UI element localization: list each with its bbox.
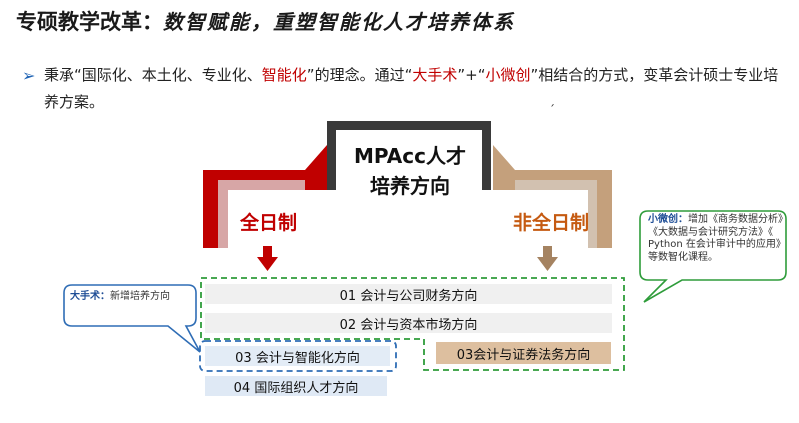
- page-title: 专硕教学改革：数智赋能，重塑智能化人才培养体系: [16, 6, 515, 36]
- intro-highlight-intelligent: 智能化: [261, 66, 307, 84]
- intro-text-4: ”相结合的方式，变革会计硕士专业培养方案。: [44, 66, 779, 111]
- right-bracket-shadow: [515, 180, 597, 248]
- center-box-border: [327, 121, 491, 190]
- intro-text-2: ”的理念。通过“: [306, 66, 413, 84]
- right-callout-head: 小微创：: [648, 214, 688, 225]
- intro-highlight-micro: 小微创: [485, 66, 531, 84]
- left-bracket-shadow: [218, 180, 305, 248]
- direction-row-03-fulltime: 03 会计与智能化方向: [205, 346, 390, 366]
- title-sub: 数智赋能，重塑智能化人才培养体系: [163, 10, 515, 34]
- right-callout-bubble: [639, 210, 787, 303]
- left-callout-head: 大手术：: [70, 291, 110, 302]
- left-callout-bubble: [63, 284, 201, 353]
- direction-row-03-parttime: 03会计与证券法务方向: [436, 342, 611, 364]
- intro-text-3: ”+“: [457, 66, 486, 84]
- right-bracket-shape: [493, 145, 612, 248]
- left-callout-text: 大手术：新增培养方向: [70, 287, 180, 302]
- stray-mark: ˊ: [549, 103, 555, 117]
- blue-dashed-box: [199, 340, 397, 372]
- bullet-arrow-icon: ➢: [22, 66, 36, 85]
- left-bracket-shape: [203, 145, 327, 248]
- left-down-arrow-icon: [257, 246, 278, 271]
- green-dashed-region: [200, 277, 625, 371]
- center-title-line1: MPAcc人才: [354, 144, 466, 168]
- right-callout-text: 小微创：增加《商务数据分析》《大数据与会计研究方法》《 Python 在会计审计…: [648, 214, 784, 264]
- center-title: MPAcc人才 培养方向: [345, 141, 475, 201]
- direction-row-02: 02 会计与资本市场方向: [205, 313, 612, 333]
- right-callout-body: 增加《商务数据分析》《大数据与会计研究方法》《 Python 在会计审计中的应用…: [648, 214, 783, 263]
- title-main: 专硕教学改革：: [16, 10, 163, 34]
- intro-highlight-big-surgery: 大手术: [412, 66, 458, 84]
- fulltime-label: 全日制: [240, 212, 298, 234]
- right-down-arrow-icon: [537, 246, 558, 271]
- direction-row-01: 01 会计与公司财务方向: [205, 284, 612, 304]
- intro-text-1: 秉承“国际化、本土化、专业化、: [44, 66, 262, 84]
- left-callout-body: 新增培养方向: [110, 291, 170, 302]
- parttime-label: 非全日制: [513, 212, 590, 234]
- direction-row-04: 04 国际组织人才方向: [205, 376, 387, 396]
- center-title-line2: 培养方向: [370, 174, 450, 198]
- intro-paragraph: 秉承“国际化、本土化、专业化、智能化”的理念。通过“大手术”+“小微创”相结合的…: [44, 62, 784, 116]
